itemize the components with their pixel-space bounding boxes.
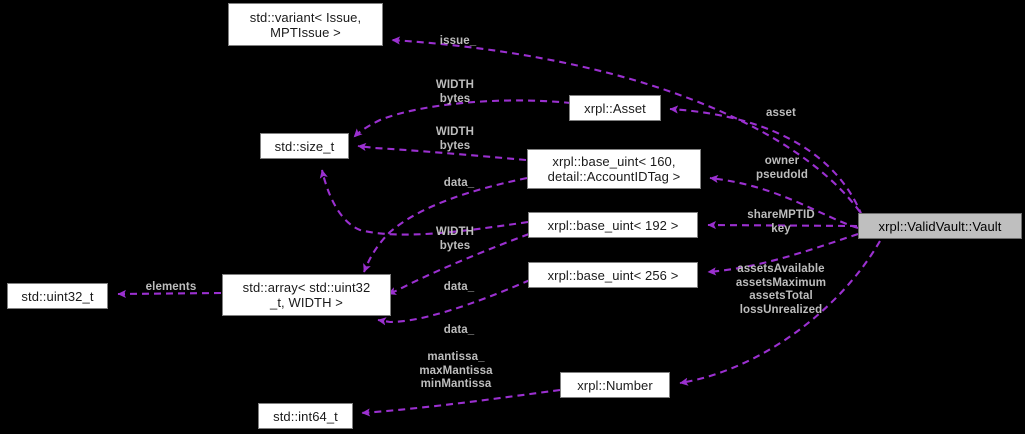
edge-number-int64 (361, 388, 561, 417)
edge-asset-sizet (353, 99, 572, 138)
node-xrpl-number[interactable]: xrpl::Number (560, 372, 670, 398)
node-std-variant-issue-mptissue[interactable]: std::variant< Issue, MPTIssue > (228, 3, 383, 46)
edge-label-width-bytes-base-uint-192: WIDTH bytes (435, 226, 475, 252)
node-xrpl-validvault-vault[interactable]: xrpl::ValidVault::Vault (858, 213, 1022, 239)
edge-label-data-base-uint-192: data_ (443, 281, 475, 293)
edge-label-mantissa-group: mantissa_ maxMantissa minMantissa (419, 351, 493, 390)
edge-buint192-sizet (319, 169, 529, 236)
edge-array-uint32 (117, 289, 222, 299)
edge-label-sharemptid-key: shareMPTID key (747, 209, 815, 235)
node-std-array-uint32-width[interactable]: std::array< std::uint32 _t, WIDTH > (222, 274, 391, 316)
edge-vault-number (679, 240, 881, 386)
edge-label-assets-group: assetsAvailable assetsMaximum assetsTota… (735, 263, 827, 316)
edge-label-owner-pseudoid: owner pseudoId (756, 155, 808, 181)
node-xrpl-base-uint-160-accountidtag[interactable]: xrpl::base_uint< 160, detail::AccountIDT… (527, 149, 701, 189)
edge-buint160-sizet (357, 142, 527, 162)
edge-vault-owner (709, 174, 859, 230)
node-xrpl-base-uint-192[interactable]: xrpl::base_uint< 192 > (528, 212, 698, 238)
edge-label-elements: elements (145, 281, 197, 293)
edge-buint160-array (363, 176, 528, 273)
node-std-size-t[interactable]: std::size_t (260, 133, 349, 159)
edge-label-issue: issue_ (439, 35, 477, 47)
edge-buint256-array (377, 279, 531, 326)
edge-buint192-array (387, 233, 530, 295)
node-xrpl-asset[interactable]: xrpl::Asset (569, 95, 661, 121)
edge-label-data-base-uint-256: data_ (443, 324, 475, 336)
edge-vault-issue (391, 36, 861, 213)
node-xrpl-base-uint-256[interactable]: xrpl::base_uint< 256 > (528, 262, 698, 288)
edge-vault-assets (707, 233, 859, 276)
edge-vault-share (707, 220, 858, 230)
node-std-uint32-t[interactable]: std::uint32_t (7, 283, 108, 309)
edge-label-data-base-uint-160: data_ (443, 177, 475, 189)
edge-label-asset: asset (766, 107, 796, 119)
edge-label-width-bytes-base-uint-160: WIDTH bytes (435, 126, 475, 152)
node-std-int64-t[interactable]: std::int64_t (258, 403, 353, 429)
edge-vault-asset (669, 105, 863, 217)
edge-label-width-bytes-asset: WIDTH bytes (435, 79, 475, 105)
